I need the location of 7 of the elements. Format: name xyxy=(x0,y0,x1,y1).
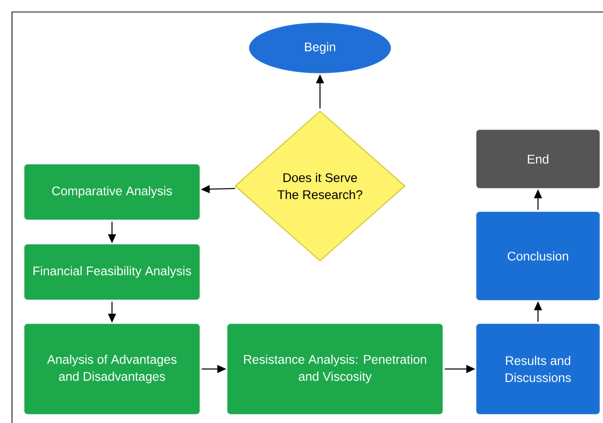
process-box: Results and Discussions xyxy=(476,324,600,414)
end-box: End xyxy=(476,130,600,188)
process-box: Comparative Analysis xyxy=(24,164,200,220)
process-box: Resistance Analysis: Penetration and Viscosity xyxy=(227,324,443,414)
process-box: Conclusion xyxy=(476,212,600,300)
process-box: Financial Feasibility Analysis xyxy=(24,244,200,300)
process-box: Analysis of Advantages and Disadvantages xyxy=(24,324,200,414)
